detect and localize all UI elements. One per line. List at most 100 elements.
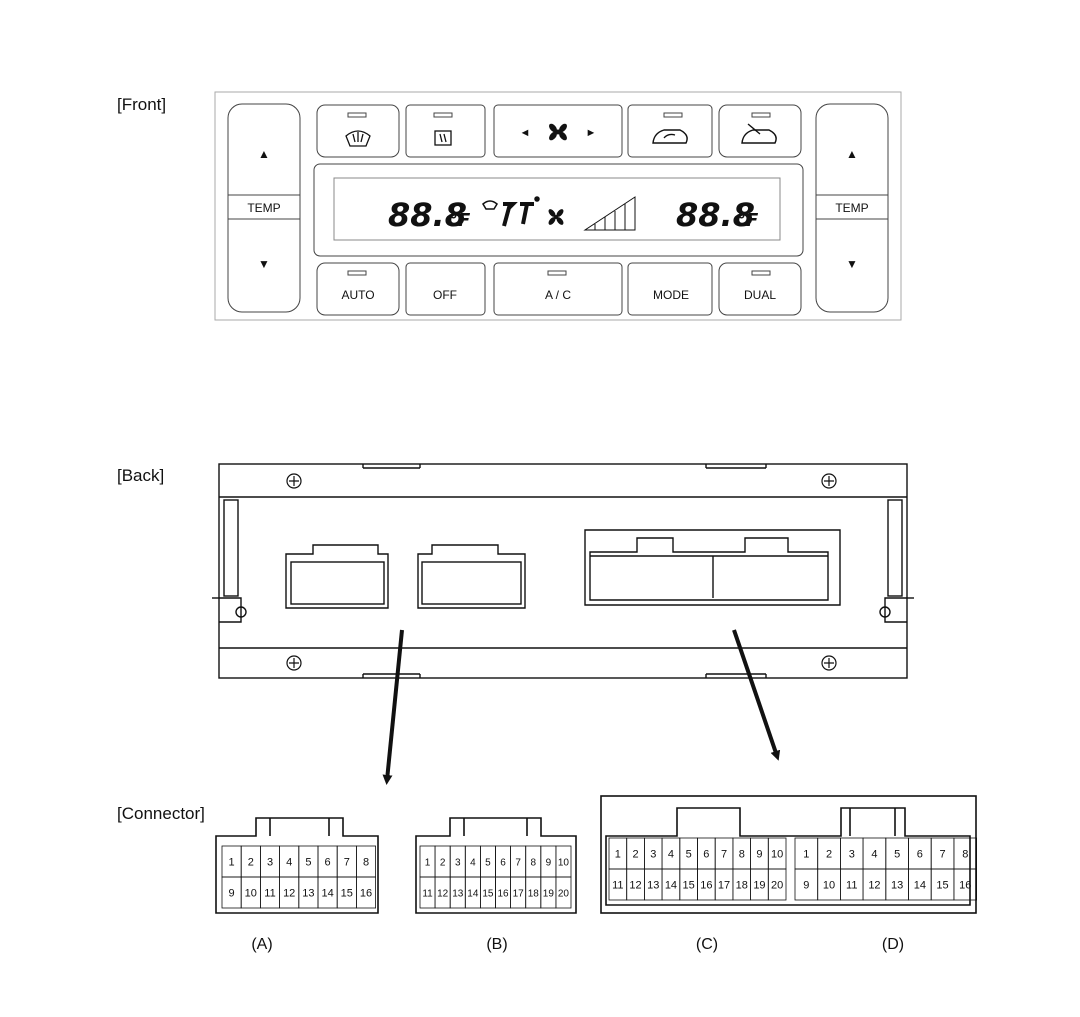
connector-a-pin-cell	[355, 876, 376, 909]
connector-a-pin-2: 2	[248, 857, 254, 869]
connector-c-pin-17: 17	[718, 880, 730, 892]
connector-a-pin-10: 10	[245, 888, 257, 900]
connector-c-pin-12: 12	[629, 880, 641, 892]
connector-a-pin-3: 3	[267, 857, 273, 869]
connector-b-pin-14: 14	[467, 889, 479, 900]
connector-c-caption: (C)	[696, 936, 718, 953]
connector-a-pin-14: 14	[321, 888, 333, 900]
temp-left-down-button[interactable]: ▼	[258, 257, 270, 271]
connector-a-pin-16: 16	[360, 888, 372, 900]
connector-d-pin-1: 1	[803, 849, 809, 861]
connector-d-pin-5: 5	[894, 849, 900, 861]
display-right-unit: °F	[737, 210, 759, 231]
connector-a-pin-4: 4	[286, 857, 292, 869]
connector-c-pin-8: 8	[739, 849, 745, 861]
connector-c-pin-10: 10	[771, 849, 783, 861]
connector-c-pin-cell	[767, 868, 787, 901]
dual-button[interactable]: DUAL	[744, 288, 776, 302]
connector-c-pin-7: 7	[721, 849, 727, 861]
connector-d-pin-4: 4	[871, 849, 877, 861]
off-button[interactable]: OFF	[433, 288, 457, 302]
ac-button[interactable]: A / C	[545, 288, 571, 302]
connector-d-caption: (D)	[882, 936, 904, 953]
fan-speed-down-button[interactable]: ◄	[520, 127, 531, 139]
connector-a-pin-5: 5	[305, 857, 311, 869]
temp-left-up-button[interactable]: ▲	[258, 147, 270, 161]
connector-d-pin-13: 13	[891, 880, 903, 892]
connector-c-pin-20: 20	[771, 880, 783, 892]
connector-d-pin-7: 7	[939, 849, 945, 861]
back-label: [Back]	[117, 466, 165, 485]
temp-right-down-button[interactable]: ▼	[846, 257, 858, 271]
connector-d-pin-cell	[953, 868, 978, 901]
connector-d-pin-14: 14	[914, 880, 926, 892]
connector-a-pin-15: 15	[341, 888, 353, 900]
fan-speed-up-button[interactable]: ►	[586, 127, 597, 139]
connector-c-pin-6: 6	[703, 849, 709, 861]
temp-right-up-button[interactable]: ▲	[846, 147, 858, 161]
temp-left-label: TEMP	[247, 201, 280, 215]
connector-d-pin-12: 12	[868, 880, 880, 892]
connector-b-pin-9: 9	[546, 858, 552, 869]
connector-c-pin-15: 15	[683, 880, 695, 892]
rear-defrost-icon[interactable]	[434, 130, 452, 146]
back-panel	[212, 463, 914, 679]
mode-button[interactable]: MODE	[653, 288, 689, 302]
connector-a-pin-11: 11	[264, 888, 275, 900]
connector-a-pin-7: 7	[344, 857, 350, 869]
arrow-to-connector-ab	[382, 629, 404, 785]
connector-c-pin-19: 19	[753, 880, 765, 892]
connector-label: [Connector]	[117, 804, 205, 823]
connector-b-pin-20: 20	[558, 889, 570, 900]
fan-level-bar-icon	[583, 196, 636, 231]
connector-a-pin-6: 6	[325, 857, 331, 869]
connector-d-pin-11: 11	[846, 880, 857, 892]
connector-d-pin-10: 10	[823, 880, 835, 892]
connector-c-pin-9: 9	[756, 849, 762, 861]
connector-a-pin-9: 9	[229, 888, 235, 900]
connector-b-pin-2: 2	[440, 858, 446, 869]
fan-icon	[549, 123, 567, 141]
display-fan-icon	[548, 209, 564, 225]
mode-indicator-icon	[482, 196, 540, 227]
connector-b-pin-19: 19	[543, 889, 555, 900]
connector-b-pin-15: 15	[482, 889, 494, 900]
display-left-temp: 88.8	[388, 196, 467, 234]
connector-a-pin-8: 8	[363, 857, 369, 869]
arrow-to-connector-cd	[732, 629, 781, 761]
connector-c-pin-13: 13	[647, 880, 659, 892]
connector-b-pin-18: 18	[528, 889, 540, 900]
temp-right-label: TEMP	[835, 201, 868, 215]
connector-b-pin-4: 4	[470, 858, 476, 869]
connector-b-pin-7: 7	[515, 858, 521, 869]
connector-cd-outline	[600, 795, 977, 914]
connector-b-pin-5: 5	[485, 858, 491, 869]
display-left-unit: °F	[449, 210, 471, 231]
connector-c-pin-5: 5	[686, 849, 692, 861]
windshield-defrost-icon[interactable]	[345, 130, 371, 147]
connector-a-caption: (A)	[251, 936, 272, 953]
connector-d-pin-2: 2	[826, 849, 832, 861]
connector-d-pin-8: 8	[962, 849, 968, 861]
connector-c-pin-14: 14	[665, 880, 677, 892]
connector-b-pin-1: 1	[425, 858, 431, 869]
fresh-air-icon[interactable]	[741, 123, 777, 144]
connector-b-pin-16: 16	[497, 889, 509, 900]
connector-d-pin-6: 6	[917, 849, 923, 861]
front-label: [Front]	[117, 95, 167, 114]
connector-c-pin-2: 2	[632, 849, 638, 861]
connector-b-pin-12: 12	[437, 889, 449, 900]
recirculation-icon[interactable]	[652, 129, 688, 144]
connector-c-pin-18: 18	[736, 880, 748, 892]
connector-b-pin-11: 11	[422, 889, 433, 900]
screw-icon	[286, 473, 837, 671]
auto-button[interactable]: AUTO	[341, 288, 374, 302]
connector-c-pin-16: 16	[700, 880, 712, 892]
connector-b-pin-13: 13	[452, 889, 464, 900]
connector-b-pin-10: 10	[558, 858, 570, 869]
connector-c-pin-11: 11	[612, 880, 623, 892]
connector-c-pin-3: 3	[650, 849, 656, 861]
front-panel	[214, 91, 902, 321]
